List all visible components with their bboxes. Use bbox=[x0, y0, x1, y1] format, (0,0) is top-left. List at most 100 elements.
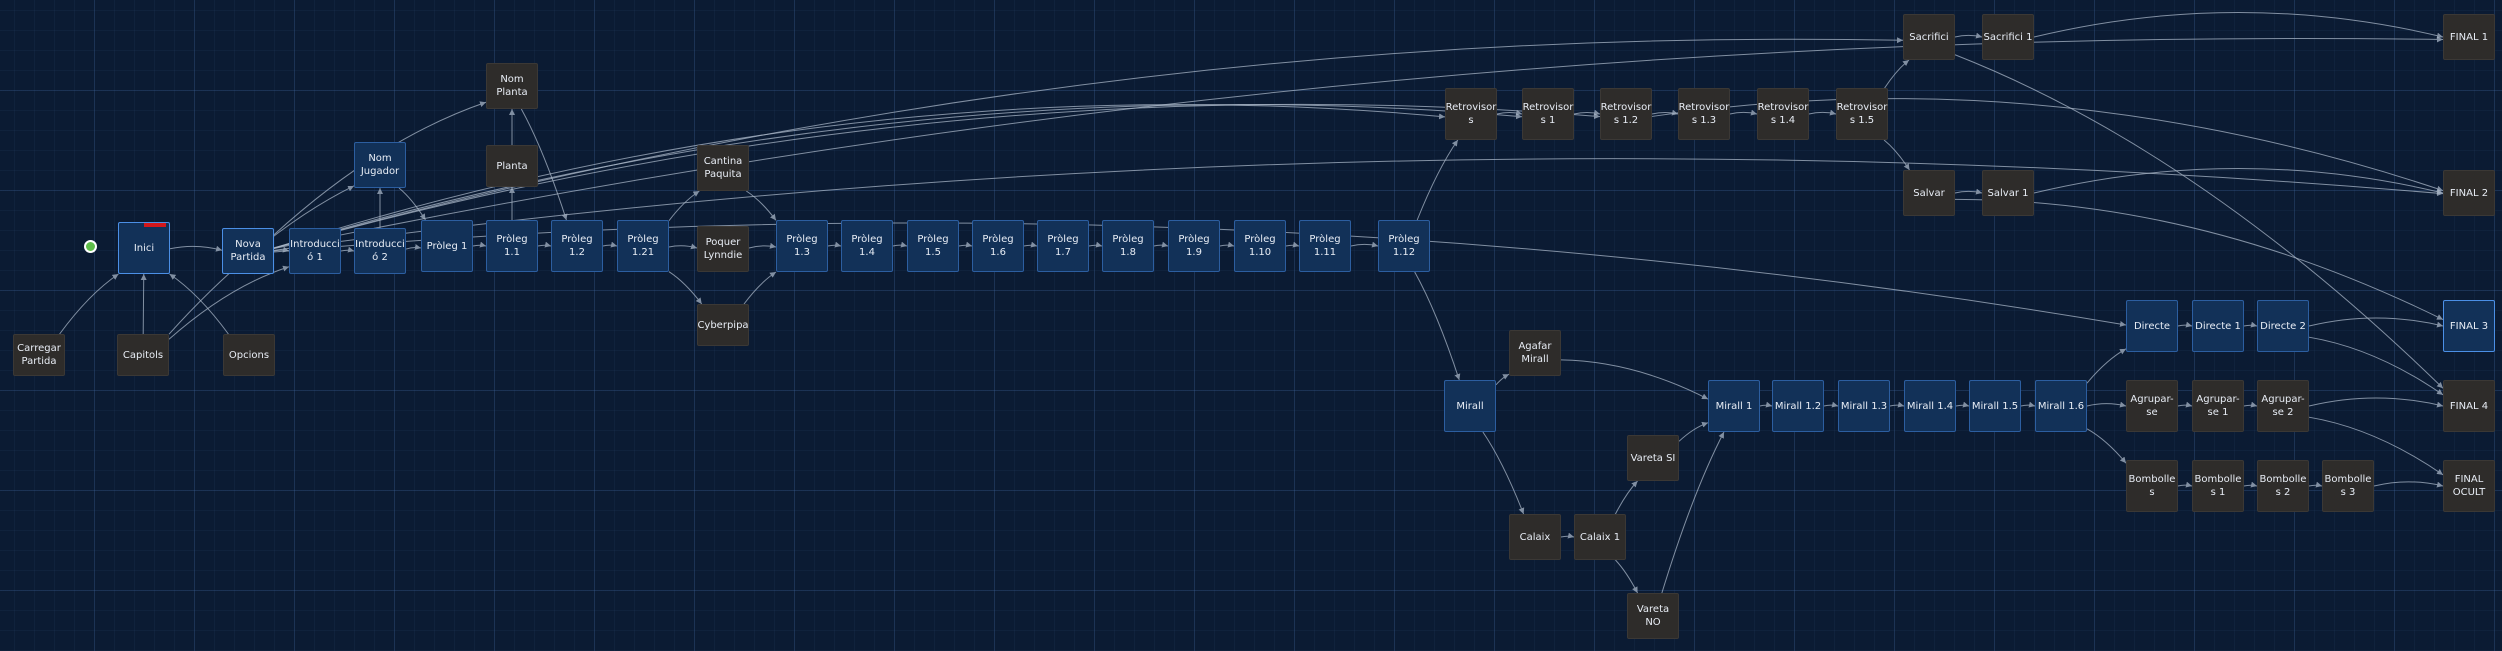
edge-m16-to-agrupar bbox=[2086, 401, 2127, 408]
edge-bomb3-to-finalocult bbox=[2373, 481, 2444, 488]
node-directe2[interactable]: Directe 2 bbox=[2257, 300, 2309, 352]
node-retro1[interactable]: Retrovisor s 1 bbox=[1522, 88, 1574, 140]
start-node-marker[interactable] bbox=[84, 240, 97, 253]
edge-calaix1-to-varetano bbox=[1615, 559, 1639, 594]
edge-p121-to-poquer bbox=[668, 243, 698, 250]
node-agrupar2[interactable]: Agrupar- se 2 bbox=[2257, 380, 2309, 432]
node-carregar[interactable]: Carregar Partida bbox=[13, 334, 65, 376]
edge-retro13-to-retro14 bbox=[1729, 109, 1758, 116]
node-nomjug[interactable]: Nom Jugador bbox=[354, 142, 406, 188]
node-p15[interactable]: Pròleg 1.5 bbox=[907, 220, 959, 272]
node-varetano[interactable]: Vareta NO bbox=[1627, 593, 1679, 639]
edge-varetasi-to-m1 bbox=[1678, 421, 1709, 442]
node-finalocult[interactable]: FINAL OCULT bbox=[2443, 460, 2495, 512]
edge-opcions-to-inici bbox=[169, 273, 229, 335]
edge-retro15-to-salvar bbox=[1883, 139, 1910, 171]
node-retro15[interactable]: Retrovisor s 1.5 bbox=[1836, 88, 1888, 140]
edge-retro1-to-retro12 bbox=[1573, 109, 1601, 116]
node-calaix[interactable]: Calaix bbox=[1509, 514, 1561, 560]
node-final4[interactable]: FINAL 4 bbox=[2443, 380, 2495, 432]
node-varetasi[interactable]: Vareta SI bbox=[1627, 435, 1679, 481]
node-sacrifici[interactable]: Sacrifici bbox=[1903, 14, 1955, 60]
edge-p11-to-p12 bbox=[537, 241, 552, 248]
node-calaix1[interactable]: Calaix 1 bbox=[1574, 514, 1626, 560]
node-final2[interactable]: FINAL 2 bbox=[2443, 170, 2495, 216]
node-mirall[interactable]: Mirall bbox=[1444, 380, 1496, 432]
node-cyber[interactable]: Cyberpipa bbox=[697, 304, 749, 346]
node-salvar1[interactable]: Salvar 1 bbox=[1982, 170, 2034, 216]
edge-bomb2-to-bomb3 bbox=[2308, 481, 2323, 488]
node-m14[interactable]: Mirall 1.4 bbox=[1904, 380, 1956, 432]
edge-nova-to-final2 bbox=[273, 158, 2444, 251]
edge-directe-to-directe1 bbox=[2177, 321, 2193, 328]
edge-p18-to-p19 bbox=[1153, 241, 1169, 248]
node-p1[interactable]: Pròleg 1 bbox=[421, 220, 473, 272]
edge-retro-to-retro1 bbox=[1496, 109, 1523, 116]
node-p14[interactable]: Pròleg 1.4 bbox=[841, 220, 893, 272]
edge-p19-to-p110 bbox=[1219, 241, 1235, 248]
node-retro[interactable]: Retrovisor s bbox=[1445, 88, 1497, 140]
node-bomb1[interactable]: Bombolle s 1 bbox=[2192, 460, 2244, 512]
node-opcions[interactable]: Opcions bbox=[223, 334, 275, 376]
node-p19[interactable]: Pròleg 1.9 bbox=[1168, 220, 1220, 272]
edge-capitols-to-inici bbox=[140, 273, 147, 335]
node-sacrifici1[interactable]: Sacrifici 1 bbox=[1982, 14, 2034, 60]
node-p12[interactable]: Pròleg 1.2 bbox=[551, 220, 603, 272]
edge-p112-to-mirall bbox=[1414, 271, 1461, 381]
edge-mirall-to-calaix bbox=[1482, 431, 1525, 515]
edge-directe2-to-final3 bbox=[2308, 317, 2444, 328]
node-salvar[interactable]: Salvar bbox=[1903, 170, 1955, 216]
edge-capitols-to-intro1 bbox=[168, 265, 290, 340]
node-p17[interactable]: Pròleg 1.7 bbox=[1037, 220, 1089, 272]
node-agrupar1[interactable]: Agrupar- se 1 bbox=[2192, 380, 2244, 432]
node-retro13[interactable]: Retrovisor s 1.3 bbox=[1678, 88, 1730, 140]
edge-nova-to-retro12 bbox=[273, 103, 1601, 249]
edge-p12-to-p121 bbox=[602, 241, 618, 248]
edge-nova-to-retro1 bbox=[273, 103, 1523, 249]
node-final1[interactable]: FINAL 1 bbox=[2443, 14, 2495, 60]
node-inici[interactable]: Inici bbox=[118, 222, 170, 274]
node-planta[interactable]: Planta bbox=[486, 145, 538, 187]
edge-p15-to-p16 bbox=[958, 241, 973, 248]
node-p112[interactable]: Pròleg 1.12 bbox=[1378, 220, 1430, 272]
edge-intro1-to-intro2 bbox=[340, 246, 355, 253]
node-p11[interactable]: Pròleg 1.1 bbox=[486, 220, 538, 272]
node-agafar[interactable]: Agafar Mirall bbox=[1509, 330, 1561, 376]
node-retro14[interactable]: Retrovisor s 1.4 bbox=[1757, 88, 1809, 140]
node-cantina[interactable]: Cantina Paquita bbox=[697, 145, 749, 191]
edge-m13-to-m14 bbox=[1889, 401, 1905, 408]
node-bomb3[interactable]: Bombolle s 3 bbox=[2322, 460, 2374, 512]
edge-p17-to-p18 bbox=[1088, 241, 1103, 248]
node-capitols[interactable]: Capitols bbox=[117, 334, 169, 376]
node-p16[interactable]: Pròleg 1.6 bbox=[972, 220, 1024, 272]
node-bomb[interactable]: Bombolle s bbox=[2126, 460, 2178, 512]
edge-nova-to-final1 bbox=[273, 36, 2444, 249]
node-nomplanta[interactable]: Nom Planta bbox=[486, 63, 538, 109]
node-intro1[interactable]: Introducci ó 1 bbox=[289, 228, 341, 274]
node-agrupar[interactable]: Agrupar- se bbox=[2126, 380, 2178, 432]
edge-p13-to-p14 bbox=[827, 241, 842, 248]
node-poquer[interactable]: Poquer Lynndie bbox=[697, 226, 749, 272]
node-p18[interactable]: Pròleg 1.8 bbox=[1102, 220, 1154, 272]
node-final3[interactable]: FINAL 3 bbox=[2443, 300, 2495, 352]
edge-sacrifici-to-sacrifici1 bbox=[1954, 32, 1983, 39]
node-directe[interactable]: Directe bbox=[2126, 300, 2178, 352]
node-p13[interactable]: Pròleg 1.3 bbox=[776, 220, 828, 272]
node-bomb2[interactable]: Bombolle s 2 bbox=[2257, 460, 2309, 512]
edge-directe1-to-directe2 bbox=[2243, 321, 2258, 328]
node-m1[interactable]: Mirall 1 bbox=[1708, 380, 1760, 432]
node-m15[interactable]: Mirall 1.5 bbox=[1969, 380, 2021, 432]
node-m12[interactable]: Mirall 1.2 bbox=[1772, 380, 1824, 432]
edge-cyber-to-p13 bbox=[743, 271, 777, 305]
edge-varetano-to-m1 bbox=[1661, 431, 1725, 594]
node-retro12[interactable]: Retrovisor s 1.2 bbox=[1600, 88, 1652, 140]
node-nova[interactable]: Nova Partida bbox=[222, 228, 274, 274]
node-p111[interactable]: Pròleg 1.11 bbox=[1299, 220, 1351, 272]
node-m16[interactable]: Mirall 1.6 bbox=[2035, 380, 2087, 432]
node-m13[interactable]: Mirall 1.3 bbox=[1838, 380, 1890, 432]
node-intro2[interactable]: Introducci ó 2 bbox=[354, 228, 406, 274]
node-p110[interactable]: Pròleg 1.10 bbox=[1234, 220, 1286, 272]
node-directe1[interactable]: Directe 1 bbox=[2192, 300, 2244, 352]
node-p121[interactable]: Pròleg 1.21 bbox=[617, 220, 669, 272]
edge-agrupar1-to-agrupar2 bbox=[2243, 401, 2258, 408]
